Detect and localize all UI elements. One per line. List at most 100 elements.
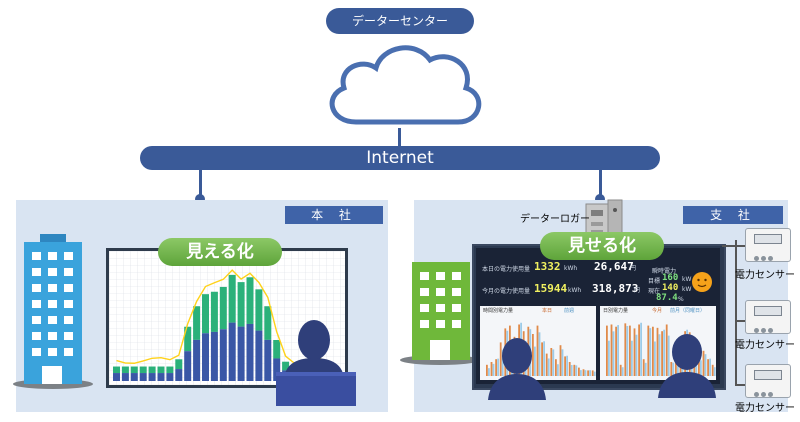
left-bars-bar-compare bbox=[552, 349, 555, 376]
right-bars-bar bbox=[615, 326, 617, 376]
right-bars-bar bbox=[638, 324, 640, 376]
hq-bar-green bbox=[139, 366, 147, 374]
right-bars-bar bbox=[642, 359, 645, 376]
power-sensor-icon bbox=[745, 300, 791, 334]
today-usage-label: 本日の電力使用量 bbox=[482, 266, 531, 273]
month-usage-kwh-unit: kWh bbox=[568, 287, 582, 294]
power-sensor-label: 電力センサー bbox=[735, 403, 795, 414]
right-bars-bar bbox=[707, 359, 709, 376]
sensor-wire-3 bbox=[735, 384, 745, 386]
power-sensor-label: 電力センサー bbox=[735, 340, 795, 351]
right-bars-bar-compare bbox=[667, 335, 670, 376]
hq-connector-dot bbox=[195, 194, 205, 204]
today-usage-yen-unit: 円 bbox=[630, 265, 637, 272]
hq-bar-green bbox=[273, 339, 281, 359]
left-bars-bar bbox=[578, 367, 580, 376]
hq-bar-green bbox=[202, 294, 209, 334]
left-bars-bar bbox=[573, 364, 576, 376]
hq-bar-green bbox=[193, 306, 201, 340]
left-bars-bar-compare bbox=[580, 370, 582, 376]
daily-legend-a: 今月 bbox=[652, 308, 663, 314]
right-bars-bar bbox=[652, 326, 654, 376]
hourly-legend-a: 本日 bbox=[542, 308, 553, 314]
hq-bar-blue bbox=[184, 351, 192, 381]
target-unit: kW bbox=[682, 276, 692, 283]
left-bars-bar-compare bbox=[538, 332, 541, 376]
percent-unit: % bbox=[678, 296, 684, 303]
person-icon bbox=[276, 320, 356, 406]
hq-bar-green bbox=[264, 306, 272, 340]
current-value: 140 bbox=[662, 283, 679, 293]
right-bars-bar-compare bbox=[709, 358, 711, 376]
left-bars-bar bbox=[582, 369, 585, 376]
hq-bar-green bbox=[166, 366, 174, 374]
hq-bar-blue bbox=[202, 333, 209, 381]
right-bars-bar-compare bbox=[608, 340, 610, 376]
hq-bar-green bbox=[184, 326, 192, 352]
daily-legend-b: 前月（同曜日） bbox=[670, 308, 706, 314]
left-bars-bar bbox=[568, 362, 571, 376]
right-bars-bar-compare bbox=[644, 362, 647, 376]
hq-bar-green bbox=[130, 366, 138, 374]
right-bars-bar bbox=[629, 325, 631, 376]
today-usage-kwh: 1332 bbox=[534, 260, 561, 273]
percent-value: 87.4 bbox=[656, 293, 678, 303]
hq-bar-blue bbox=[130, 373, 138, 381]
right-bars-bar bbox=[661, 331, 663, 376]
sun-face-icon bbox=[692, 272, 712, 292]
hq-bar-blue bbox=[148, 373, 156, 381]
right-bars-bar-compare bbox=[612, 331, 615, 376]
left-bars-bar bbox=[536, 325, 539, 376]
branch-tag: 支 社 bbox=[683, 206, 783, 224]
hq-bar-blue bbox=[157, 373, 165, 381]
hq-bar-blue bbox=[193, 339, 201, 381]
daily-chart-title: 日別電力量 bbox=[603, 308, 629, 314]
left-bars-bar bbox=[486, 364, 488, 376]
right-bars-bar-compare bbox=[640, 322, 642, 376]
hq-tag: 本 社 bbox=[285, 206, 383, 224]
hq-visualize-badge: 見える化 bbox=[158, 238, 282, 266]
left-bars-bar-compare bbox=[534, 346, 536, 376]
hq-bar-blue bbox=[237, 326, 245, 381]
right-bars-bar-compare bbox=[635, 334, 638, 376]
hq-bar-blue bbox=[228, 322, 236, 381]
right-bars-bar bbox=[711, 364, 714, 376]
hq-bar-blue bbox=[210, 331, 218, 381]
month-usage-label: 今月の電力使用量 bbox=[482, 288, 531, 295]
right-bars-bar-compare bbox=[654, 341, 656, 376]
sensor-wire-2 bbox=[735, 320, 745, 322]
left-bars-bar-compare bbox=[547, 358, 550, 376]
cloud-icon bbox=[329, 45, 482, 125]
left-bars-bar-compare bbox=[501, 349, 504, 376]
hq-bar-green bbox=[246, 277, 254, 324]
hq-bar-green bbox=[219, 286, 227, 330]
branch-connector bbox=[599, 170, 602, 198]
today-usage-yen: 26,647 bbox=[594, 260, 634, 273]
branch-show-badge: 見せる化 bbox=[540, 232, 664, 260]
left-bars-bar-compare bbox=[589, 370, 591, 376]
hq-bar-blue bbox=[166, 373, 174, 381]
hq-bar-green bbox=[113, 366, 120, 374]
cloud-connector bbox=[398, 128, 401, 146]
right-bars-bar bbox=[624, 323, 627, 376]
hq-usage-chart bbox=[109, 251, 345, 385]
target-label: 目標 bbox=[648, 278, 661, 285]
right-bars-bar bbox=[633, 328, 636, 376]
right-bars-bar-compare bbox=[663, 329, 665, 376]
power-sensor-label: 電力センサー bbox=[735, 270, 795, 281]
right-bars-bar-compare bbox=[631, 340, 633, 376]
left-bars-bar-compare bbox=[575, 365, 578, 376]
left-bars-bar-compare bbox=[566, 355, 568, 376]
left-bars-bar bbox=[591, 370, 594, 376]
power-sensor-icon bbox=[745, 228, 791, 262]
right-bars-bar-compare bbox=[672, 362, 675, 376]
internet-bar: Internet bbox=[140, 146, 660, 170]
hq-bar-green bbox=[175, 359, 183, 370]
left-bars-bar bbox=[495, 359, 497, 376]
month-usage-yen: 318,873 bbox=[592, 282, 639, 295]
left-bars-bar bbox=[490, 362, 493, 376]
hq-bar-green bbox=[148, 366, 156, 374]
left-bars-bar-compare bbox=[593, 371, 596, 376]
right-bars-bar-compare bbox=[626, 325, 629, 376]
right-bars-bar bbox=[606, 325, 608, 376]
